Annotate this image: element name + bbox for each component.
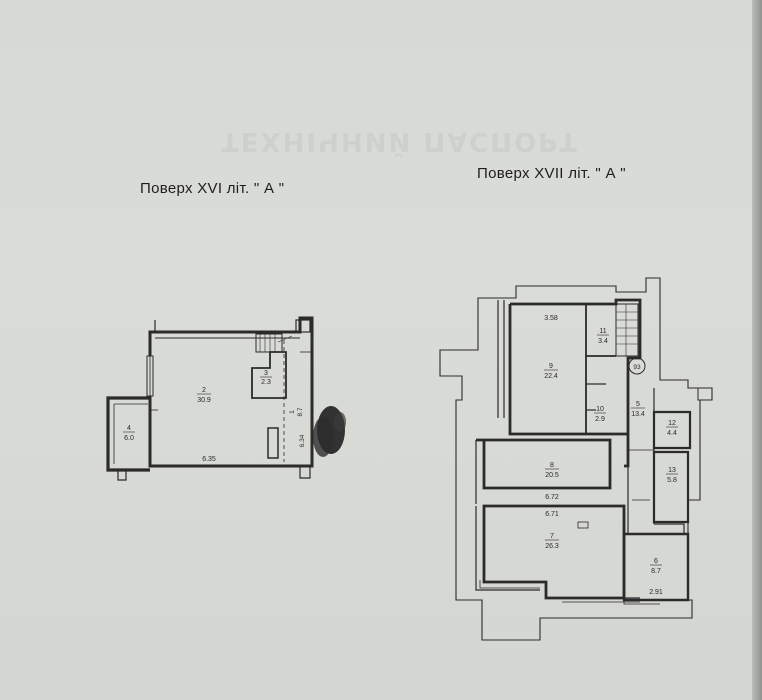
room-2-number: 2 [202, 387, 206, 394]
floor-16-labels: 2 30.9 3 2.3 1 8.7 4 6.0 6.35 6.34 [123, 370, 306, 463]
dim-top: 3.58 [544, 315, 558, 322]
room-5-number: 5 [636, 401, 640, 408]
room-10-number: 10 [596, 406, 604, 413]
dim-bottom: 2.91 [649, 589, 663, 596]
room-2-area: 30.9 [197, 397, 211, 404]
room-13-area: 5.8 [667, 477, 677, 484]
room-7-area: 26.3 [545, 543, 559, 550]
room-8-number: 8 [550, 462, 554, 469]
room-4-area: 6.0 [124, 435, 134, 442]
room-6-area: 8.7 [651, 568, 661, 575]
room-4-number: 4 [127, 425, 131, 432]
floor-17-title: Поверх XVII літ. " А " [477, 165, 626, 182]
room-10-area: 2.9 [595, 416, 605, 423]
ink-smudge [313, 406, 346, 457]
room-9-area: 22.4 [544, 373, 558, 380]
room-11-number: 11 [599, 328, 606, 335]
room-9-number: 9 [549, 363, 553, 370]
paper-edge-shadow [752, 0, 762, 700]
floor-16-plan [106, 316, 314, 481]
room-12-area: 4.4 [667, 430, 677, 437]
room-11-area: 3.4 [598, 338, 608, 345]
floor-badge: 93 [633, 364, 641, 371]
room-1-number: 1 [289, 410, 296, 414]
floor-17-labels: 3.58 11 3.4 93 9 22.4 10 2.9 5 13.4 12 4… [544, 315, 678, 596]
floor-17-plan [439, 277, 713, 641]
room-6-number: 6 [654, 558, 658, 565]
room-3-number: 3 [264, 370, 268, 377]
dim-width: 6.35 [202, 456, 216, 463]
room-5-area: 13.4 [631, 411, 645, 418]
dim-mid-lower: 6.71 [545, 511, 559, 518]
room-7-number: 7 [550, 533, 554, 540]
room-8-area: 20.5 [545, 472, 559, 479]
floor-16-title: Поверх XVI літ. " А " [140, 180, 285, 197]
room-3-area: 2.3 [261, 379, 271, 386]
room-12-number: 12 [668, 420, 676, 427]
dim-mid-upper: 6.72 [545, 494, 559, 501]
room-13-number: 13 [668, 467, 676, 474]
dim-side: 6.34 [299, 434, 306, 447]
room-1-area: 8.7 [297, 407, 304, 416]
